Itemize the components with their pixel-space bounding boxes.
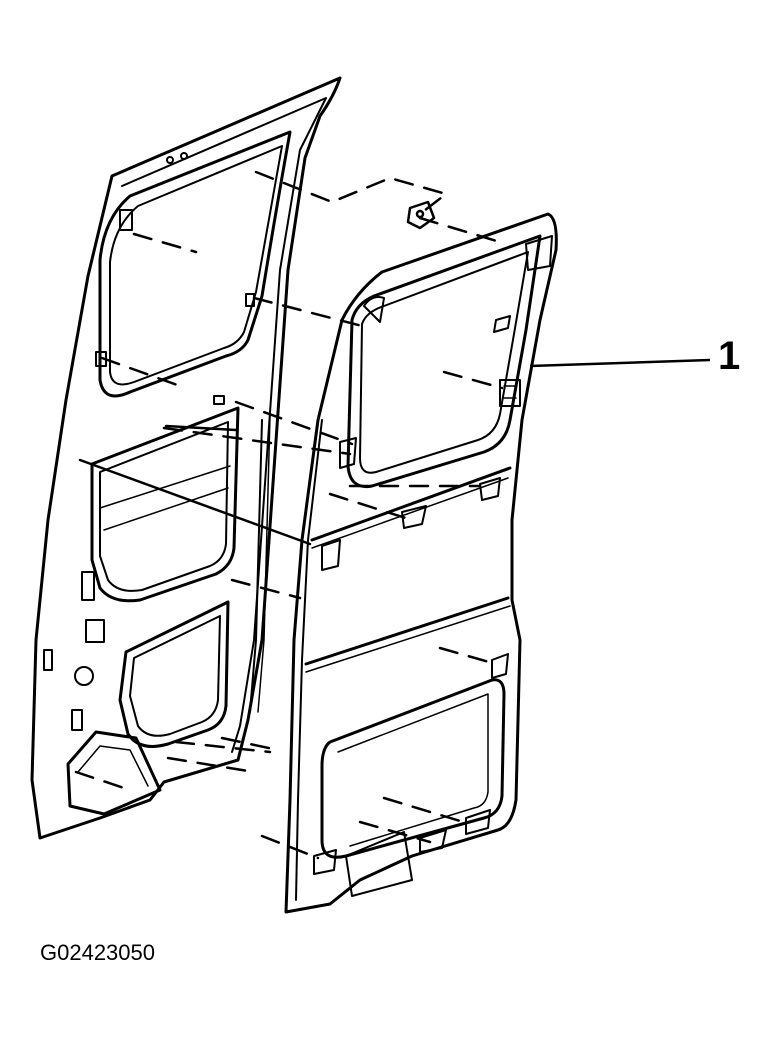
figure-id: G02423050: [40, 940, 155, 965]
trim-panel-outline: [284, 212, 558, 914]
trim-lower-recess: [320, 678, 506, 859]
lower-panel-opening-inner: [129, 615, 221, 737]
trim-panel: [284, 212, 558, 914]
trim-belt-line: [310, 466, 512, 542]
trim-window-frame: [346, 234, 542, 489]
door-frame-outline: [30, 76, 342, 840]
lower-panel-opening: [118, 600, 230, 748]
door-frame: [30, 76, 342, 840]
window-opening-inner: [109, 145, 283, 386]
trim-middle-seam: [304, 596, 510, 666]
callout-label-1: 1: [718, 334, 741, 378]
lower-corner-bracket: [66, 730, 162, 816]
solid-leaders: [78, 424, 312, 546]
door-frame-inner-edge: [121, 97, 327, 753]
trim-latch: [499, 379, 521, 407]
window-opening: [98, 130, 292, 398]
middle-panel-opening-inner: [99, 421, 229, 592]
alignment-lines: [74, 170, 504, 860]
trim-window-inner: [359, 251, 529, 474]
middle-panel-opening: [90, 406, 240, 603]
callout-leader-line: [529, 358, 711, 368]
